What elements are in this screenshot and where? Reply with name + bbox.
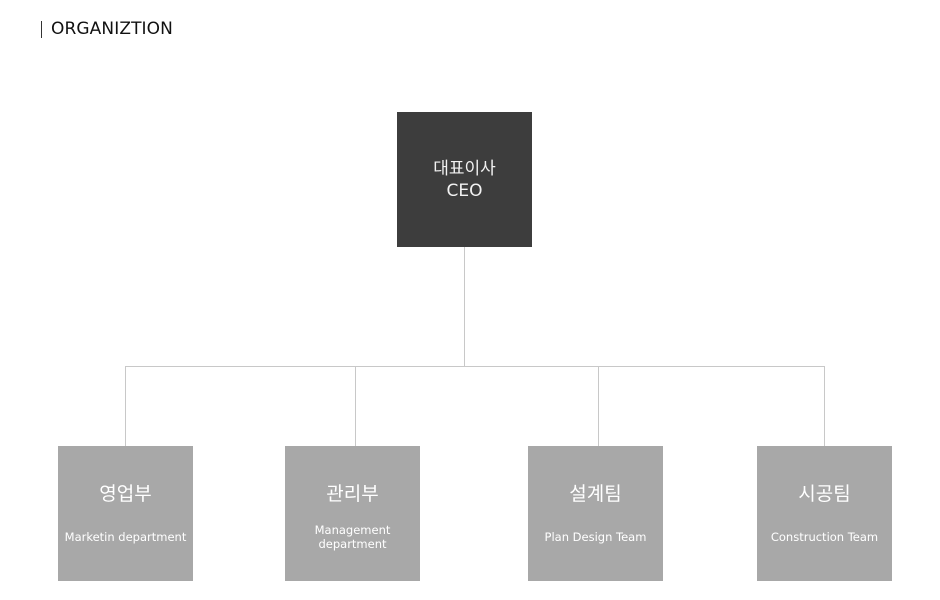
department-name: 시공팀: [798, 483, 851, 505]
heading-divider-bar: [41, 20, 42, 38]
ceo-title: 대표이사: [433, 158, 496, 179]
department-english-name: Plan Design Team: [544, 530, 647, 544]
department-box-management: 관리부 Management department: [285, 446, 420, 581]
department-name: 설계팀: [569, 483, 622, 505]
section-title: ORGANIZTION: [51, 19, 173, 39]
section-heading: ORGANIZTION: [41, 18, 173, 40]
department-english-name: Construction Team: [770, 530, 879, 544]
ceo-subtitle: CEO: [446, 180, 483, 201]
department-name: 영업부: [99, 483, 152, 505]
department-english-name: Management department: [314, 523, 391, 551]
department-name: 관리부: [326, 483, 379, 505]
department-box-design: 설계팀 Plan Design Team: [528, 446, 663, 581]
department-box-construction: 시공팀 Construction Team: [757, 446, 892, 581]
department-english-name: Marketin department: [64, 530, 187, 544]
ceo-box: 대표이사 CEO: [397, 112, 532, 247]
department-box-sales: 영업부 Marketin department: [58, 446, 193, 581]
